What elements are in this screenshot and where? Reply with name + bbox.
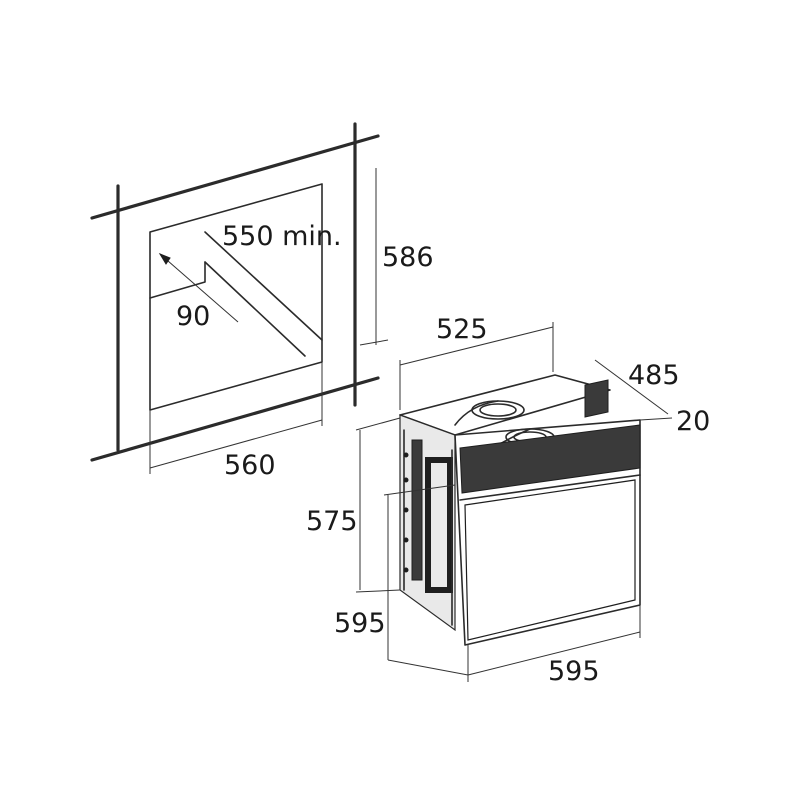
width-dimension-line [149, 419, 323, 469]
oven-front-width-label: 595 [548, 656, 600, 687]
oven-side-height-label: 575 [306, 506, 358, 537]
top-width-dimension [399, 326, 554, 366]
cutout-width-label: 560 [224, 450, 276, 481]
cutout-vent-label: 90 [176, 301, 210, 332]
niche-frame [149, 183, 323, 411]
door-thickness-dimension [639, 417, 673, 421]
niche-inner-edge [149, 261, 206, 299]
oven-depth-label: 485 [628, 360, 680, 391]
wall-top-line [90, 134, 380, 220]
front-width-ext-link [387, 659, 469, 676]
cutout-depth-label: 550 min. [222, 221, 342, 252]
oven-top-width-label: 525 [436, 314, 488, 345]
oven-front-height-label: 595 [334, 608, 386, 639]
side-rails [403, 429, 453, 626]
vent-dimension-line [159, 253, 239, 323]
cutout-height-label: 586 [382, 242, 434, 273]
vent-arrow [158, 252, 171, 265]
rear-bracket [584, 379, 609, 418]
wall-bottom-line [90, 376, 380, 462]
niche-depth-line-2 [204, 261, 306, 357]
height-ext-bottom [359, 339, 389, 346]
front-height-ext-top [383, 484, 456, 496]
side-height-ext-bottom [355, 589, 401, 593]
side-height-ext-top [355, 417, 401, 431]
depth-dimension [594, 359, 669, 415]
control-panel [459, 424, 641, 494]
cutout-drawing [90, 122, 389, 474]
niche-depth-line [204, 231, 323, 341]
side-holes [403, 452, 409, 573]
oven-drawing [355, 322, 673, 682]
oven-door-thickness-label: 20 [676, 406, 710, 437]
oven-door [464, 479, 636, 641]
panel-divider [459, 474, 641, 501]
front-width-dimension [467, 631, 641, 676]
